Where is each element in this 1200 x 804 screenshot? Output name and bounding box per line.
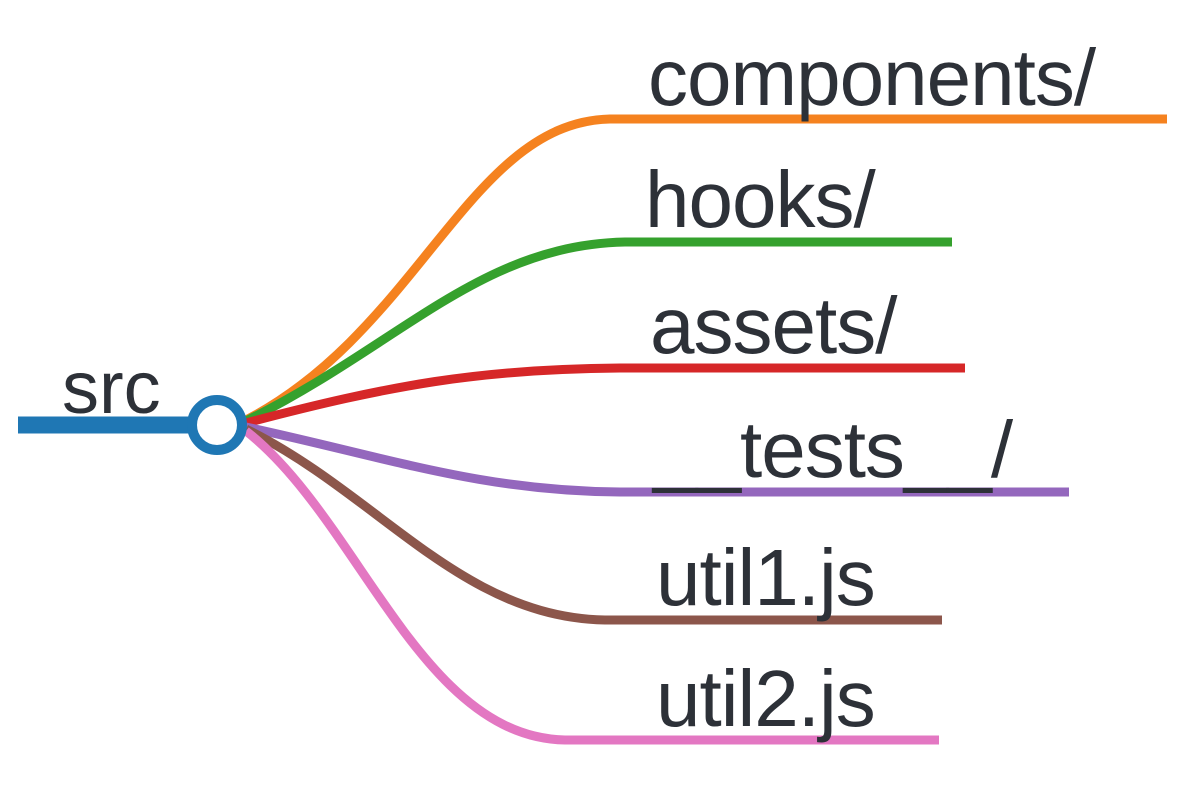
- branch-line-components: [243, 114, 1167, 424]
- branch-label-util1: util1.js: [656, 533, 876, 622]
- branch-line-hooks: [244, 237, 952, 426]
- branch-label-hooks: hooks/: [645, 155, 876, 244]
- branch-line-tests-assets: [244, 363, 965, 428]
- branch-line-util1: [244, 424, 942, 625]
- branch-label-tests: __tests__/: [653, 405, 1013, 494]
- branch-label-components: components/: [648, 33, 1096, 122]
- branch-label-util2: util2.js: [656, 654, 876, 743]
- branch-line-util2: [243, 427, 939, 745]
- branch-line-tests: [245, 422, 1069, 497]
- root-label: src: [62, 346, 161, 429]
- root-node-circle: [187, 395, 247, 455]
- branch-label-assets: assets/: [650, 281, 897, 370]
